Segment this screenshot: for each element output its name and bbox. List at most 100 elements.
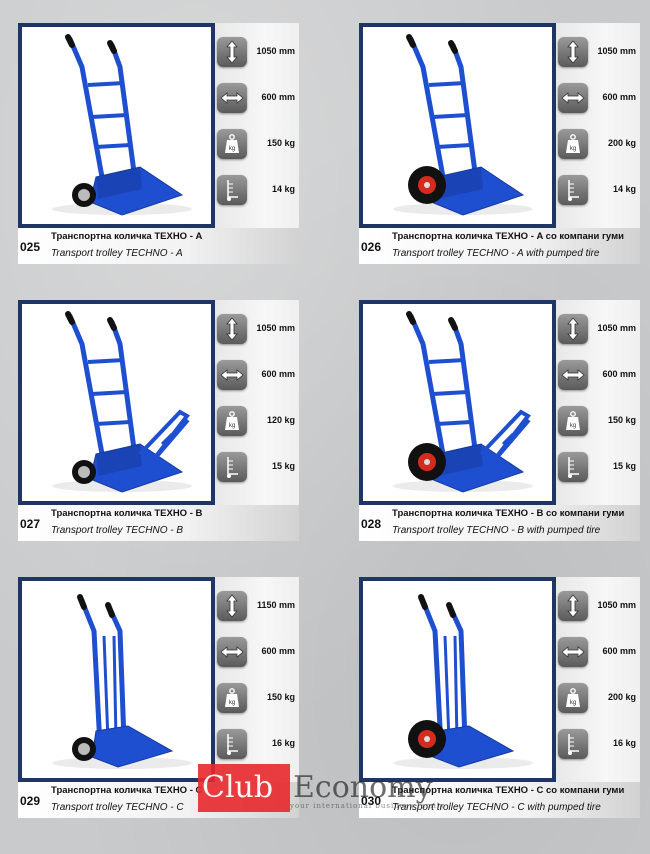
kg-weight-icon: kg <box>558 406 588 436</box>
trolley-icon <box>217 729 247 759</box>
spec-width: 600 mm <box>556 633 640 673</box>
product-title-mk: Транспортна количка ТЕХНО - C <box>51 785 203 796</box>
product-number: 029 <box>20 794 41 808</box>
kg-weight-icon: kg <box>217 129 247 159</box>
trolley-icon <box>217 452 247 482</box>
height-arrows-icon <box>217 591 247 621</box>
kg-weight-icon: kg <box>558 129 588 159</box>
trolley-image <box>393 34 533 216</box>
trolley-image <box>393 594 533 769</box>
spec-capacity-value: 200 kg <box>607 692 636 702</box>
product-number: 025 <box>20 240 41 254</box>
spec-height: 1050 mm <box>556 33 640 73</box>
product-caption: 028 Транспортна количка ТЕХНО - B со ком… <box>359 505 640 541</box>
trolley-image <box>52 311 192 493</box>
trolley-icon <box>558 452 588 482</box>
product-title-mk: Транспортна количка ТЕХНО - A со компани… <box>392 231 624 242</box>
product-photo <box>359 300 556 505</box>
spec-height-value: 1150 mm <box>256 600 295 610</box>
watermark-economy: Economy <box>293 770 433 805</box>
product-card-030: 1050 mm 600 mm kg 200 kg 16 kg 030 Транспорт… <box>359 577 640 819</box>
spec-capacity-value: 150 kg <box>266 692 295 702</box>
height-arrows-icon <box>558 314 588 344</box>
spec-height-value: 1050 mm <box>256 46 295 56</box>
product-title-en: Transport trolley TECHNO - A with pumped… <box>392 248 600 259</box>
trolley-image <box>393 311 533 493</box>
svg-text:kg: kg <box>570 700 576 706</box>
spec-height-value: 1050 mm <box>597 600 636 610</box>
svg-text:kg: kg <box>570 146 576 152</box>
spec-capacity: kg 200 kg <box>556 125 640 165</box>
spec-height-value: 1050 mm <box>256 323 295 333</box>
product-title-en: Transport trolley TECHNO - B <box>51 525 184 536</box>
spec-weight-value: 16 kg <box>271 738 295 748</box>
spec-height: 1050 mm <box>556 587 640 627</box>
specs-panel: 1150 mm 600 mm kg 150 kg 16 kg <box>215 577 299 782</box>
product-card-026: 1050 mm 600 mm kg 200 kg 14 kg 026 Транспорт… <box>359 23 640 265</box>
product-title-mk: Транспортна количка ТЕХНО - A <box>51 231 203 242</box>
product-caption: 030 Транспортна количка ТЕХНО - C со ком… <box>359 782 640 818</box>
product-caption: 026 Транспортна количка ТЕХНО - A со ком… <box>359 228 640 264</box>
spec-capacity: kg 200 kg <box>556 679 640 719</box>
spec-weight: 16 kg <box>556 725 640 765</box>
product-number: 027 <box>20 517 41 531</box>
spec-height: 1050 mm <box>215 310 299 350</box>
svg-text:kg: kg <box>229 700 235 706</box>
width-arrows-icon <box>217 360 247 390</box>
spec-weight: 14 kg <box>215 171 299 211</box>
product-title-mk: Транспортна количка ТЕХНО - C со компани… <box>392 785 625 796</box>
trolley-image <box>52 594 192 769</box>
height-arrows-icon <box>217 37 247 67</box>
spec-width: 600 mm <box>215 356 299 396</box>
spec-height: 1050 mm <box>215 33 299 73</box>
spec-capacity: kg 150 kg <box>215 679 299 719</box>
spec-width-value: 600 mm <box>602 646 636 656</box>
spec-weight: 14 kg <box>556 171 640 211</box>
spec-weight: 16 kg <box>215 725 299 765</box>
product-title-en: Transport trolley TECHNO - C with pumped… <box>392 802 601 813</box>
spec-height: 1150 mm <box>215 587 299 627</box>
product-caption: 025 Транспортна количка ТЕХНО - A Transp… <box>18 228 299 264</box>
spec-weight-value: 14 kg <box>612 184 636 194</box>
kg-weight-icon: kg <box>217 683 247 713</box>
product-photo <box>18 300 215 505</box>
spec-width: 600 mm <box>556 356 640 396</box>
width-arrows-icon <box>558 360 588 390</box>
svg-text:kg: kg <box>229 423 235 429</box>
product-title-en: Transport trolley TECHNO - B with pumped… <box>392 525 601 536</box>
product-photo <box>359 577 556 782</box>
spec-weight-value: 15 kg <box>271 461 295 471</box>
product-photo <box>18 23 215 228</box>
spec-width: 600 mm <box>556 79 640 119</box>
specs-panel: 1050 mm 600 mm kg 200 kg 16 kg <box>556 577 640 782</box>
spec-weight-value: 16 kg <box>612 738 636 748</box>
kg-weight-icon: kg <box>558 683 588 713</box>
product-number: 026 <box>361 240 382 254</box>
spec-weight: 15 kg <box>556 448 640 488</box>
spec-width-value: 600 mm <box>602 369 636 379</box>
svg-text:kg: kg <box>570 423 576 429</box>
spec-width-value: 600 mm <box>261 92 295 102</box>
width-arrows-icon <box>217 637 247 667</box>
product-number: 030 <box>361 794 382 808</box>
spec-weight: 15 kg <box>215 448 299 488</box>
spec-height-value: 1050 mm <box>597 323 636 333</box>
spec-capacity-value: 200 kg <box>607 138 636 148</box>
product-title-mk: Транспортна количка ТЕХНО - B <box>51 508 203 519</box>
product-photo <box>359 23 556 228</box>
product-card-029: 1150 mm 600 mm kg 150 kg 16 kg 029 Транспорт… <box>18 577 299 819</box>
width-arrows-icon <box>217 83 247 113</box>
width-arrows-icon <box>558 637 588 667</box>
watermark-club: Club <box>198 764 290 812</box>
spec-width-value: 600 mm <box>261 646 295 656</box>
product-title-en: Transport trolley TECHNO - A <box>51 248 183 259</box>
trolley-icon <box>217 175 247 205</box>
